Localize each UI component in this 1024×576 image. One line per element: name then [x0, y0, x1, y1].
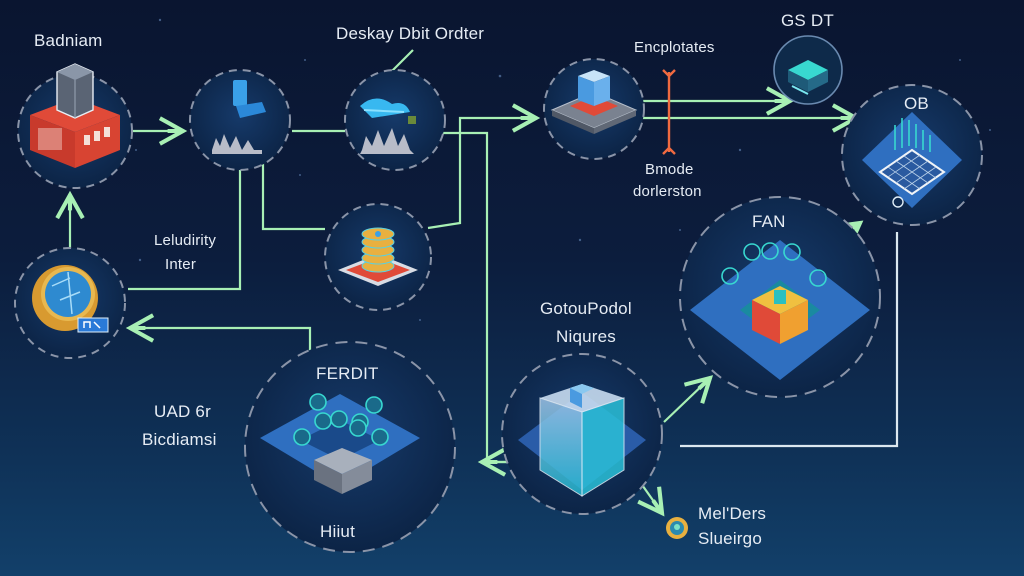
label-liquidity-2: Inter	[165, 256, 197, 273]
label-encplotates: Encplotates	[634, 39, 715, 56]
connector-ob-to-gotou	[680, 232, 899, 448]
cube-icon[interactable]	[550, 70, 638, 134]
label-meders-2: Slueirgo	[698, 529, 762, 548]
block-network-icon[interactable]	[260, 393, 420, 494]
label-liquidity-1: Leludirity	[154, 232, 217, 249]
token-icon[interactable]	[666, 517, 688, 539]
colored-cube-icon[interactable]	[690, 240, 870, 380]
label-meders-1: Mel'Ders	[698, 504, 767, 523]
chip-icon[interactable]	[788, 60, 828, 95]
label-deskay: Deskay Dbit Ordter	[336, 24, 485, 43]
connector-server-to-compass	[128, 158, 242, 291]
label-badniam: Badniam	[34, 31, 103, 50]
label-uad-2: Bicdiamsi	[142, 430, 217, 449]
red-bracket	[662, 69, 676, 155]
connector-gotou-to-fan	[663, 375, 714, 423]
server-building-icon[interactable]	[30, 63, 120, 168]
label-gotou-1: GotouPodol	[540, 299, 632, 318]
label-bmode: Bmode	[645, 161, 694, 178]
label-huut: Hiiut	[320, 522, 356, 541]
grid-platform-icon[interactable]	[862, 112, 962, 208]
label-uad-1: UAD 6r	[154, 402, 211, 421]
server-icon[interactable]	[212, 80, 266, 154]
compass-icon[interactable]	[32, 265, 109, 333]
connector-gotou-to-meders	[637, 481, 665, 517]
connector-ferdit-to-compass	[125, 313, 312, 370]
label-ferdit: FERDIT	[316, 364, 379, 383]
coin-stack-icon[interactable]	[338, 227, 418, 286]
label-gsdt: GS DT	[781, 11, 834, 30]
cloud-drone-icon[interactable]	[360, 98, 416, 154]
label-gotou-2: Niqures	[556, 327, 616, 346]
glass-cube-icon[interactable]	[518, 384, 646, 497]
label-dorlerston: dorlerston	[633, 183, 702, 200]
connector-stack-to-cube	[427, 103, 541, 230]
label-ob: OB	[904, 94, 929, 113]
label-fan: FAN	[752, 212, 786, 231]
connectors	[55, 49, 899, 517]
